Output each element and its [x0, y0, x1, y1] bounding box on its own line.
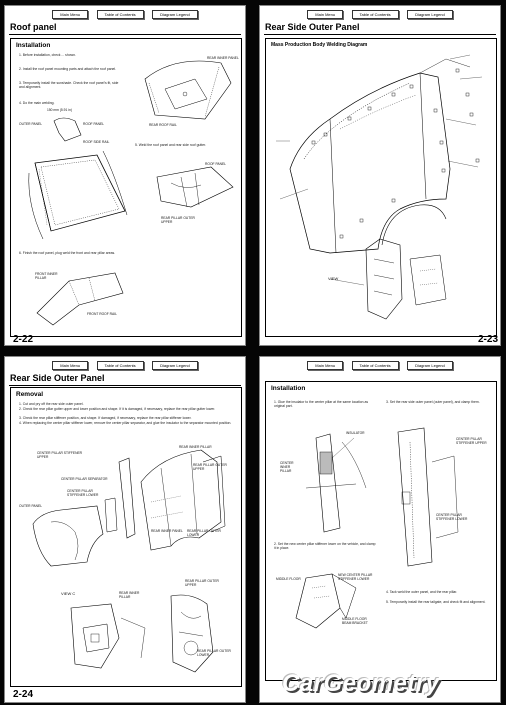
label-center-inner-pillar: CENTER INNER PILLAR [280, 461, 294, 473]
table-of-contents-button[interactable]: Table of Contents [96, 10, 144, 19]
step-1: 1. Cut and pry off the rear side outer p… [19, 402, 84, 406]
step-4: 4. Tack weld the outer panel, and the re… [386, 590, 458, 594]
diagram-legend-button[interactable]: Diagram Legend [152, 10, 198, 19]
pillar-lower-detail [170, 594, 214, 673]
step-3: 3. Set the rear side outer panel (outer … [386, 400, 480, 404]
label-rear-pillar-outer-lower: REAR PILLAR OUTER LOWER [187, 529, 221, 537]
label-rear-inner-panel: REAR INNER PANEL [207, 56, 239, 60]
page-number: 2-24 [13, 689, 34, 700]
step-6: 6. Finish the roof panel, plug weld the … [19, 251, 116, 255]
label-middle-floor: MIDDLE FLOOR [276, 577, 301, 581]
label-outer-panel: OUTER PANEL [19, 504, 43, 508]
page-title: Rear Side Outer Panel [265, 22, 360, 32]
step-4: 4. When replacing the center pillar stif… [19, 421, 232, 425]
label-outer-panel: OUTER PANEL [19, 122, 43, 126]
label-roof-side-rail: ROOF SIDE RAIL [83, 140, 110, 144]
label-rear-pillar-outer-upper-2: REAR PILLAR OUTER UPPER [185, 579, 219, 587]
label-rear-roof-rail: REAR ROOF RAIL [149, 123, 177, 127]
main-menu-button[interactable]: Main Menu [307, 361, 344, 370]
content-box: Removal 1. Cut and pry off the rear side… [10, 387, 242, 687]
step-1: 1. Glue the insulator to the center pill… [274, 400, 369, 409]
label-rear-pillar-outer-lower-2: REAR PILLAR OUTER LOWER [197, 649, 231, 657]
gutter-weld-diagram [156, 166, 234, 208]
step-2: 2. Set the new center pillar stiffener l… [274, 542, 376, 551]
main-menu-button[interactable]: Main Menu [52, 10, 89, 19]
main-menu-button[interactable]: Main Menu [307, 10, 344, 19]
label-view-c: VIEW C [61, 591, 76, 596]
content-box: Installation 1. Glue the insulator to th… [265, 381, 497, 681]
main-menu-button[interactable]: Main Menu [52, 361, 89, 370]
label-view: VIEW [328, 276, 339, 281]
label-insulator: INSULATOR [346, 431, 365, 435]
page-number: 2-23 [478, 334, 499, 345]
label-middle-floor-beam-bracket: MIDDLE FLOOR BEAM BRACKET [342, 617, 368, 625]
page-nav-bar: Main Menu Table of Contents Diagram Lege… [5, 10, 245, 20]
page-nav-bar: Main Menu Table of Contents Diagram Lege… [5, 361, 245, 371]
step-2: 2. Check the rear pillar gutter upper an… [19, 407, 216, 411]
manual-page-2-24: Main Menu Table of Contents Diagram Lege… [4, 356, 246, 703]
manual-page-2-22: Main Menu Table of Contents Diagram Lege… [4, 5, 246, 346]
content-box: Installation 1. Before installation, che… [10, 38, 242, 337]
page-nav-bar: Main Menu Table of Contents Diagram Lege… [260, 361, 500, 371]
label-rear-pillar-outer-upper: REAR PILLAR OUTER UPPER [161, 216, 195, 224]
label-front-inner-pillar: FRONT INNER PILLAR [35, 272, 58, 280]
table-of-contents-button[interactable]: Table of Contents [96, 361, 144, 370]
label-center-pillar-stiffener-upper: CENTER PILLAR STIFFENER UPPER [456, 437, 487, 445]
step-4: 4. Do the main welding. [19, 101, 55, 105]
manual-page-2-23: Main Menu Table of Contents Diagram Lege… [259, 5, 501, 346]
step-2: 2. Install the roof panel mounting parts… [19, 67, 117, 71]
insulator-diagram [305, 433, 367, 533]
diagram-legend-button[interactable]: Diagram Legend [407, 10, 453, 19]
label-center-pillar-separator: CENTER PILLAR SEPARATOR [61, 477, 108, 481]
step-3: 3. Temporarily install the sunshade. Che… [19, 81, 119, 90]
body-welding-diagram [276, 54, 483, 320]
diagram-legend-button[interactable]: Diagram Legend [152, 361, 198, 370]
table-of-contents-button[interactable]: Table of Contents [351, 361, 399, 370]
title-divider [264, 34, 496, 35]
label-front-roof-rail: FRONT ROOF RAIL [87, 312, 117, 316]
label-new-center-pillar-stiffener-lower: NEW CENTER PILLAR STIFFENER LOWER [338, 573, 373, 581]
page-title: Roof panel [10, 22, 57, 32]
removal-exploded-diagram [32, 449, 226, 567]
roof-rear-diagram [144, 60, 232, 120]
front-pillar-diagram [36, 272, 124, 326]
step-3: 3. Check the rear pillar stiffener posit… [19, 416, 192, 420]
title-divider [9, 385, 241, 386]
section-title: Installation [271, 385, 306, 392]
content-box: Mass Production Body Welding Diagram [265, 38, 497, 337]
section-title: Installation [16, 42, 51, 49]
cargeometry-watermark: CarGeometry [282, 670, 440, 697]
label-rear-inner-pillar: REAR INNER PILLAR [179, 445, 212, 449]
title-divider [9, 34, 241, 35]
section-title: Removal [16, 391, 44, 398]
label-center-pillar-stiffener-lower: CENTER PILLAR STIFFENER LOWER [67, 489, 99, 497]
label-roof-panel-2: ROOF PANEL [205, 162, 227, 166]
label-rear-pillar-outer-upper: REAR PILLAR OUTER UPPER [193, 463, 227, 471]
dimension-label: 150 mm (5.91 in) [47, 108, 72, 112]
table-of-contents-button[interactable]: Table of Contents [351, 10, 399, 19]
outer-panel-clamp-diagram [397, 427, 459, 567]
label-center-pillar-stiffener-upper: CENTER PILLAR STIFFENER UPPER [37, 451, 83, 459]
step-1: 1. Before installation, check ... shown. [19, 53, 76, 57]
manual-page-installation: Main Menu Table of Contents Diagram Lege… [259, 356, 501, 703]
step-5: 5. Weld the roof panel and rear side roo… [135, 143, 206, 147]
view-c-detail [70, 603, 146, 669]
page-number: 2-22 [13, 334, 34, 345]
roof-panel-diagram [28, 117, 128, 240]
step-5: 5. Temporarily install the rear tailgate… [386, 600, 486, 604]
label-roof-panel: ROOF PANEL [83, 122, 105, 126]
stiffener-install-diagram [295, 573, 357, 629]
page-nav-bar: Main Menu Table of Contents Diagram Lege… [260, 10, 500, 20]
diagram-legend-button[interactable]: Diagram Legend [407, 361, 453, 370]
label-center-pillar-stiffener-lower: CENTER PILLAR STIFFENER LOWER [436, 513, 468, 521]
section-title: Mass Production Body Welding Diagram [271, 42, 368, 48]
label-rear-inner-pillar-2: REAR INNER PILLAR [119, 591, 140, 599]
page-title: Rear Side Outer Panel [10, 373, 105, 383]
label-rear-inner-panel: REAR INNER PANEL [151, 529, 183, 533]
